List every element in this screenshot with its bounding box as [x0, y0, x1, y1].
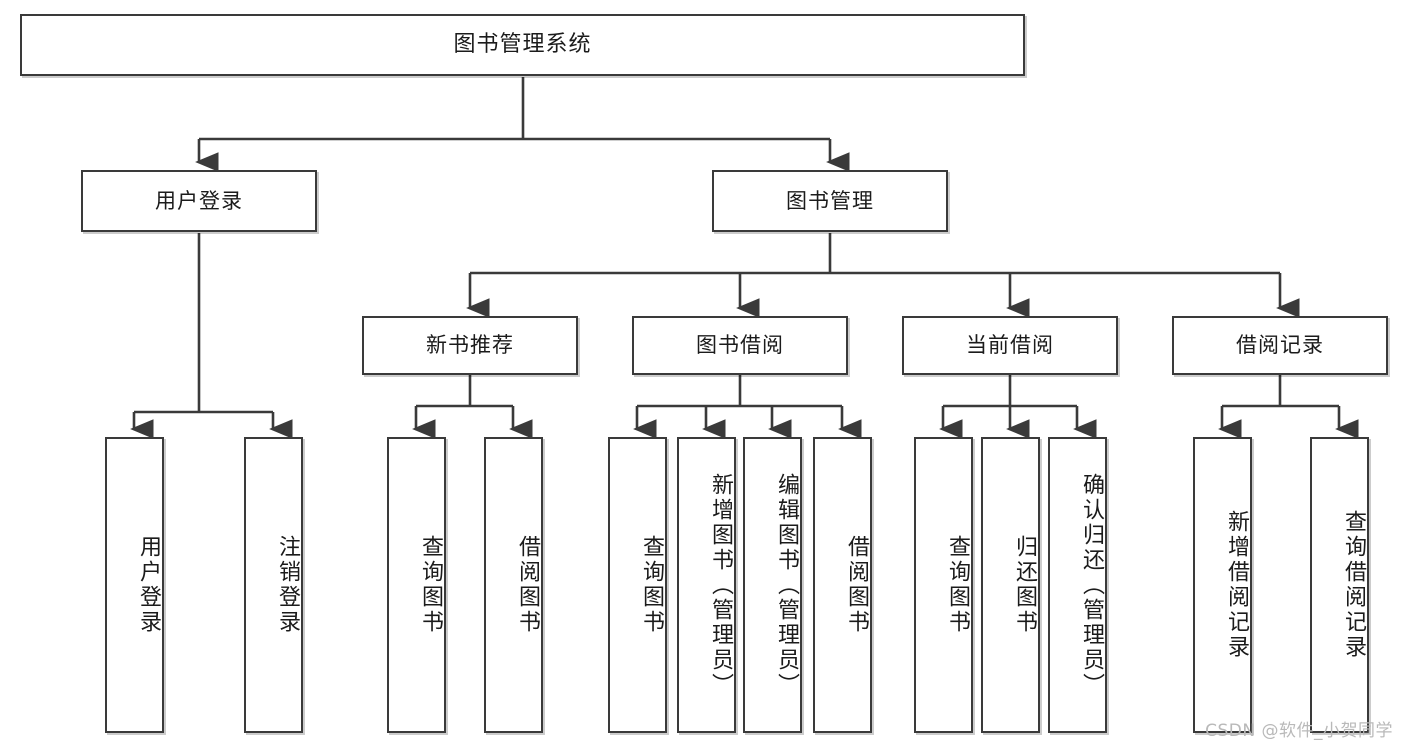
node-leaf-query-book-3-label: 查询图书 — [945, 535, 970, 635]
node-new-book-recommend[interactable]: 新书推荐 — [362, 316, 578, 375]
node-leaf-query-record-label: 查询借阅记录 — [1341, 510, 1366, 660]
node-leaf-query-book-2[interactable]: 查询图书 — [608, 437, 667, 733]
node-leaf-logout-login-label: 注销登录 — [275, 535, 300, 635]
node-leaf-query-book-1-label: 查询图书 — [418, 535, 443, 635]
node-leaf-return-book-label: 归还图书 — [1012, 535, 1037, 635]
node-leaf-query-book-3[interactable]: 查询图书 — [914, 437, 973, 733]
node-leaf-confirm-return[interactable]: 确认归还（管理员） — [1048, 437, 1107, 733]
node-book-manage[interactable]: 图书管理 — [712, 170, 948, 232]
node-leaf-query-book-1[interactable]: 查询图书 — [387, 437, 446, 733]
node-leaf-confirm-return-label: 确认归还（管理员） — [1079, 472, 1104, 698]
node-leaf-borrow-book-2-label: 借阅图书 — [844, 535, 869, 635]
node-leaf-add-book-label: 新增图书（管理员） — [708, 472, 733, 698]
node-leaf-borrow-book-1-label: 借阅图书 — [515, 535, 540, 635]
node-leaf-add-record[interactable]: 新增借阅记录 — [1193, 437, 1252, 733]
node-leaf-borrow-book-2[interactable]: 借阅图书 — [813, 437, 872, 733]
node-leaf-query-record[interactable]: 查询借阅记录 — [1310, 437, 1369, 733]
node-leaf-user-login-label: 用户登录 — [136, 535, 161, 635]
node-leaf-user-login[interactable]: 用户登录 — [105, 437, 164, 733]
node-current-borrow[interactable]: 当前借阅 — [902, 316, 1118, 375]
node-root[interactable]: 图书管理系统 — [20, 14, 1025, 76]
node-borrow-record[interactable]: 借阅记录 — [1172, 316, 1388, 375]
node-leaf-query-book-2-label: 查询图书 — [639, 535, 664, 635]
node-leaf-return-book[interactable]: 归还图书 — [981, 437, 1040, 733]
node-user-login[interactable]: 用户登录 — [81, 170, 317, 232]
watermark: CSDN @软件_小贺同学 — [1205, 721, 1393, 741]
node-leaf-edit-book-label: 编辑图书（管理员） — [774, 472, 799, 698]
node-leaf-logout-login[interactable]: 注销登录 — [244, 437, 303, 733]
node-book-borrow[interactable]: 图书借阅 — [632, 316, 848, 375]
node-leaf-borrow-book-1[interactable]: 借阅图书 — [484, 437, 543, 733]
node-leaf-add-book[interactable]: 新增图书（管理员） — [677, 437, 736, 733]
node-leaf-add-record-label: 新增借阅记录 — [1224, 510, 1249, 660]
node-leaf-edit-book[interactable]: 编辑图书（管理员） — [743, 437, 802, 733]
